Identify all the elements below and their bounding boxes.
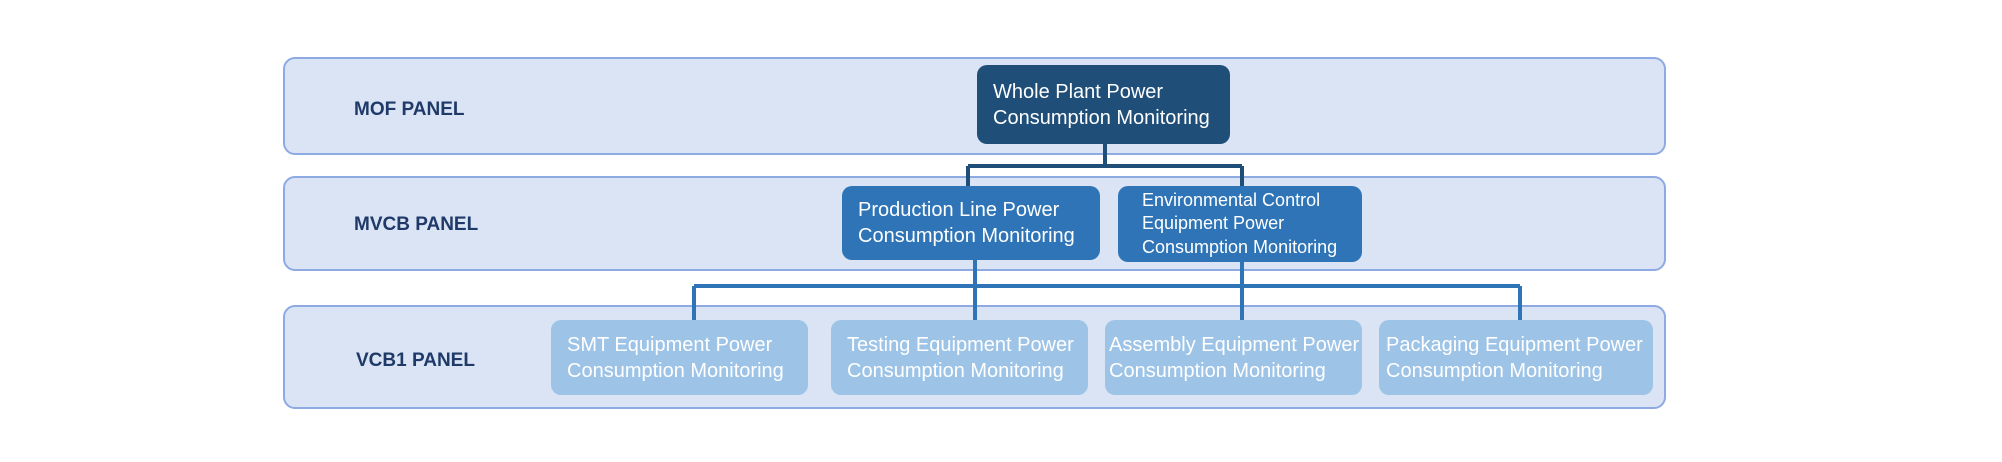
- packaging-line1: Packaging Equipment Power: [1386, 333, 1643, 356]
- packaging-line2: Consumption Monitoring: [1386, 359, 1603, 382]
- whole-plant-monitoring-node: Whole Plant Power Consumption Monitoring: [977, 65, 1230, 144]
- production-line-monitoring-node: Production Line Power Consumption Monito…: [842, 186, 1100, 260]
- mof-panel-band: [283, 57, 1666, 155]
- assembly-line1: Assembly Equipment Power: [1109, 333, 1360, 356]
- whole-plant-line2: Consumption Monitoring: [993, 106, 1210, 129]
- testing-line1: Testing Equipment Power: [847, 333, 1074, 356]
- mvcb-panel-label: MVCB PANEL: [354, 214, 479, 235]
- smt-line2: Consumption Monitoring: [567, 359, 784, 382]
- production-line-line1: Production Line Power: [858, 199, 1060, 221]
- testing-line2: Consumption Monitoring: [847, 359, 1064, 382]
- packaging-equipment-monitoring-node: Packaging Equipment Power Consumption Mo…: [1379, 320, 1653, 395]
- smt-line1: SMT Equipment Power: [567, 333, 773, 356]
- environmental-control-monitoring-node: Environmental Control Equipment Power Co…: [1118, 186, 1362, 262]
- environmental-line1: Environmental Control: [1142, 189, 1321, 210]
- smt-equipment-monitoring-node: SMT Equipment Power Consumption Monitori…: [551, 320, 808, 395]
- mof-panel-label: MOF PANEL: [354, 99, 465, 120]
- whole-plant-line1: Whole Plant Power: [993, 80, 1164, 103]
- production-line-line2: Consumption Monitoring: [858, 225, 1075, 247]
- environmental-line2: Equipment Power: [1142, 213, 1285, 234]
- assembly-line2: Consumption Monitoring: [1109, 359, 1326, 382]
- assembly-equipment-monitoring-node: Assembly Equipment Power Consumption Mon…: [1105, 320, 1362, 395]
- environmental-line3: Consumption Monitoring: [1142, 236, 1338, 257]
- vcb1-panel-label: VCB1 PANEL: [356, 350, 475, 371]
- testing-equipment-monitoring-node: Testing Equipment Power Consumption Moni…: [831, 320, 1088, 395]
